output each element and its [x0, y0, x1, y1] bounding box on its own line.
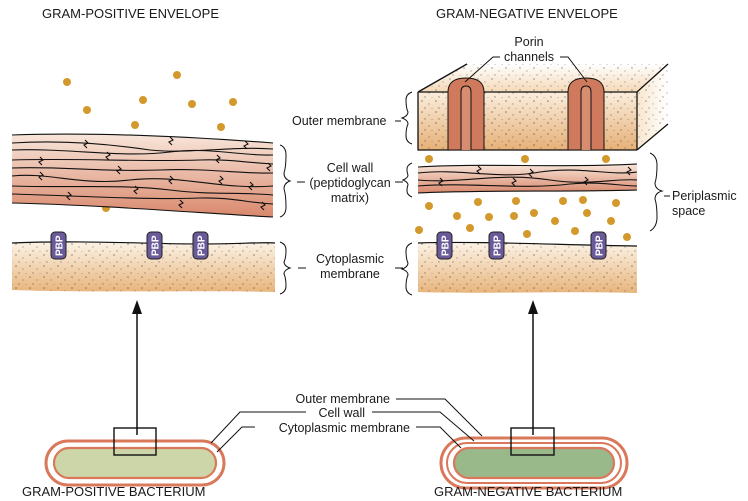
- cell-wall-label: Cell wall: [327, 161, 374, 175]
- molecule: [63, 78, 71, 86]
- gram-negative-left-braces: [400, 162, 413, 296]
- molecule: [485, 213, 493, 221]
- gram-negative-bacterium: [439, 427, 629, 490]
- porin-channel: [447, 77, 485, 151]
- periplasmic-label: Periplasmic: [672, 189, 737, 203]
- cell-wall-label-matrix: matrix): [331, 191, 369, 205]
- cytoplasmic-membrane-label-2: membrane: [320, 267, 380, 281]
- pbp-protein: PBP: [192, 231, 209, 260]
- svg-text:PBP: PBP: [55, 235, 66, 256]
- cell-wall-brace: [279, 144, 292, 218]
- gram-positive-cell-wall: [11, 133, 274, 218]
- svg-text:PBP: PBP: [197, 235, 208, 256]
- center-labels: Outer membrane Cell wall (peptidoglycan …: [292, 114, 403, 281]
- porin-channels: [447, 77, 605, 151]
- molecule: [571, 227, 579, 235]
- molecule: [453, 212, 461, 220]
- molecule: [512, 197, 520, 205]
- gram-negative-envelope-title: GRAM-NEGATIVE ENVELOPE: [436, 6, 618, 21]
- porin-label-line2: channels: [504, 50, 554, 64]
- gram-positive-braces: [279, 144, 292, 295]
- pbp-protein: PBP: [488, 231, 505, 260]
- outer-membrane-brace: [400, 91, 413, 145]
- gram-negative-cytoplasmic-membrane: [417, 241, 638, 293]
- molecule: [474, 198, 482, 206]
- gram-positive-cytoplasmic-membrane: [11, 241, 276, 292]
- molecule: [173, 71, 181, 79]
- outer-membrane-label: Outer membrane: [292, 114, 387, 128]
- gram-negative-bacterium-title: GRAM-NEGATIVE BACTERIUM: [434, 484, 622, 499]
- bottom-cytoplasmic-membrane-label: Cytoplasmic membrane: [279, 421, 410, 435]
- gram-negative-cell-wall: [417, 163, 638, 194]
- molecule: [602, 155, 610, 163]
- molecule: [229, 98, 237, 106]
- bottom-cell-wall-label: Cell wall: [318, 406, 365, 420]
- molecule: [131, 121, 139, 129]
- gram-positive-bacterium-title: GRAM-POSITIVE BACTERIUM: [22, 484, 205, 499]
- periplasmic-space-annotation: Periplasmic space: [649, 152, 737, 232]
- molecule: [139, 96, 147, 104]
- pbp-protein: PBP: [436, 231, 453, 260]
- molecule: [510, 212, 518, 220]
- pbp-protein: PBP: [50, 231, 67, 260]
- molecule: [217, 123, 225, 131]
- molecule: [425, 155, 433, 163]
- svg-text:PBP: PBP: [493, 235, 504, 256]
- cytoplasmic-membrane-brace-right: [400, 242, 413, 296]
- cell-wall-label-peptidoglycan: (peptidoglycan: [309, 176, 390, 190]
- zoom-box: [510, 427, 555, 456]
- svg-text:PBP: PBP: [151, 235, 162, 256]
- cytoplasmic-membrane-brace: [279, 241, 292, 295]
- gram-negative-molecules: [415, 155, 631, 241]
- molecule: [623, 233, 631, 241]
- porin-channel: [567, 77, 605, 151]
- periplasmic-label-2: space: [672, 204, 705, 218]
- molecule: [466, 224, 474, 232]
- gram-positive-bacterium: [44, 427, 226, 487]
- molecule: [523, 230, 531, 238]
- molecule: [530, 209, 538, 217]
- porin-label-line1: Porin: [514, 35, 543, 49]
- bottom-outer-membrane-label: Outer membrane: [296, 392, 391, 406]
- pbp-protein: PBP: [146, 231, 163, 260]
- molecule: [188, 100, 196, 108]
- porin-label: Porin channels: [464, 35, 588, 83]
- molecule: [415, 226, 423, 234]
- molecule: [583, 209, 591, 217]
- zoom-arrows: [132, 300, 538, 435]
- molecule: [579, 196, 587, 204]
- molecule: [425, 202, 433, 210]
- gram-positive-envelope-title: GRAM-POSITIVE ENVELOPE: [42, 6, 219, 21]
- molecule: [559, 197, 567, 205]
- molecule: [607, 217, 615, 225]
- molecule: [521, 155, 529, 163]
- molecule: [83, 106, 91, 114]
- cell-wall-brace-right: [401, 162, 413, 198]
- cytoplasmic-membrane-label: Cytoplasmic: [316, 252, 384, 266]
- molecule: [612, 199, 620, 207]
- pbp-protein: PBP: [590, 231, 607, 260]
- zoom-box: [113, 427, 157, 456]
- gram-positive-pbp-proteins: PBP PBP PBP: [50, 231, 209, 260]
- svg-text:PBP: PBP: [441, 235, 452, 256]
- gram-negative-pbp-proteins: PBP PBP PBP: [436, 231, 607, 260]
- molecule: [551, 217, 559, 225]
- bottom-legend: Outer membrane Cell wall Cytoplasmic mem…: [210, 392, 483, 453]
- svg-text:PBP: PBP: [595, 235, 606, 256]
